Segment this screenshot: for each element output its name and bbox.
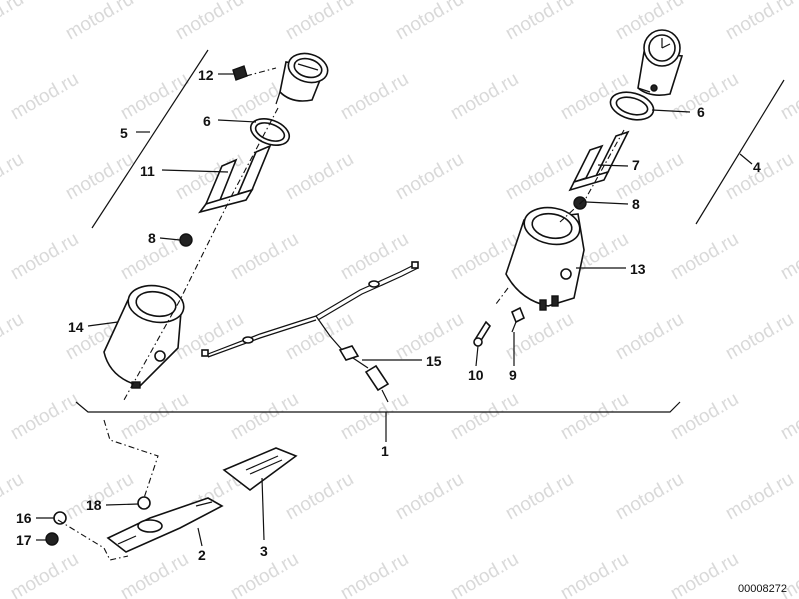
bracket-3 <box>222 447 298 492</box>
callout-5: 5 <box>120 125 128 141</box>
watermark-text: motod.ru <box>722 149 797 205</box>
watermark-text: motod.ru <box>227 389 302 445</box>
left-nut <box>179 233 193 247</box>
callout-16: 16 <box>16 510 32 526</box>
watermark-text: motod.ru <box>227 229 302 285</box>
callout-13: 13 <box>630 261 646 277</box>
watermark-text: motod.ru <box>337 69 412 125</box>
watermark-text: motod.ru <box>612 469 687 525</box>
watermark-text: motod.ru <box>7 549 82 599</box>
callout-8-left: 8 <box>148 230 156 246</box>
callout-17: 17 <box>16 532 32 548</box>
nut-17 <box>45 532 59 546</box>
watermark-text: motod.ru <box>667 389 742 445</box>
watermark-text: motod.ru <box>7 69 82 125</box>
watermark-text: motod.ru <box>337 389 412 445</box>
callout-6-left: 6 <box>203 113 211 129</box>
callout-11: 11 <box>140 163 155 179</box>
watermark-text: motod.ru <box>392 469 467 525</box>
watermark-text: motod.ru <box>777 389 799 445</box>
callout-6-right: 6 <box>697 104 705 120</box>
watermark-text: motod.ru <box>557 549 632 599</box>
mounting-plate-2 <box>106 497 224 553</box>
callout-labels: 1 2 3 4 5 6 6 7 8 8 9 10 11 12 13 14 15 … <box>16 67 761 563</box>
watermark-text: motod.ru <box>777 229 799 285</box>
watermark-text: motod.ru <box>117 389 192 445</box>
right-gauge <box>637 29 684 96</box>
watermark-text: motod.ru <box>62 0 137 44</box>
watermark-text: motod.ru <box>0 0 27 44</box>
watermark-text: motod.ru <box>392 149 467 205</box>
watermark-text: motod.ru <box>0 309 27 365</box>
watermark-text: motod.ru <box>502 149 577 205</box>
callout-12: 12 <box>198 67 214 83</box>
callout-10: 10 <box>468 367 484 383</box>
watermark-text: motod.ru <box>612 149 687 205</box>
watermark-text: motod.ru <box>447 69 522 125</box>
callout-14: 14 <box>68 319 84 335</box>
watermark-text: motod.ru <box>7 229 82 285</box>
watermark-text: motod.ru <box>172 0 247 44</box>
watermark-text: motod.ru <box>612 309 687 365</box>
callout-7: 7 <box>632 157 640 173</box>
watermark-text: motod.ru <box>0 149 27 205</box>
callout-3: 3 <box>260 543 268 559</box>
callout-2: 2 <box>198 547 206 563</box>
callout-1: 1 <box>381 443 389 459</box>
watermark-text: motod.ru <box>447 549 522 599</box>
right-housing <box>505 206 585 311</box>
watermark-text: motod.ru <box>117 69 192 125</box>
nut-16 <box>53 511 67 525</box>
watermark-text: motod.ru <box>447 389 522 445</box>
watermark-text: motod.ru <box>722 0 797 44</box>
watermark-text: motod.ru <box>282 469 357 525</box>
left-bracket <box>197 144 272 214</box>
callout-8-right: 8 <box>632 196 640 212</box>
watermark-text: motod.ru <box>7 389 82 445</box>
right-assembly <box>473 29 684 347</box>
callout-4: 4 <box>753 159 761 175</box>
watermark-text: motod.ru <box>667 549 742 599</box>
washer-18 <box>137 496 151 510</box>
document-number: 00008272 <box>738 583 787 595</box>
watermark-text: motod.ru <box>722 309 797 365</box>
right-screw-9 <box>510 306 526 324</box>
watermark-text: motod.ru <box>392 0 467 44</box>
left-housing <box>103 284 185 389</box>
wiring-harness <box>201 261 419 403</box>
watermark-text: motod.ru <box>557 389 632 445</box>
watermark-text: motod.ru <box>282 0 357 44</box>
left-assembly <box>103 52 329 401</box>
callout-15: 15 <box>426 353 442 369</box>
watermark-text: motod.ru <box>502 0 577 44</box>
watermark-text: motod.ru <box>337 549 412 599</box>
callout-18: 18 <box>86 497 102 513</box>
left-bulb <box>232 65 248 81</box>
watermark-text: motod.ru <box>117 549 192 599</box>
callout-9: 9 <box>509 367 517 383</box>
left-gauge <box>275 52 329 105</box>
watermark-text: motod.ru <box>667 229 742 285</box>
watermark-text: motod.ru <box>777 69 799 125</box>
watermark-text: motod.ru <box>282 149 357 205</box>
watermark-text: motod.ru <box>502 469 577 525</box>
group-lines <box>36 49 785 547</box>
watermark-text: motod.ru <box>722 469 797 525</box>
